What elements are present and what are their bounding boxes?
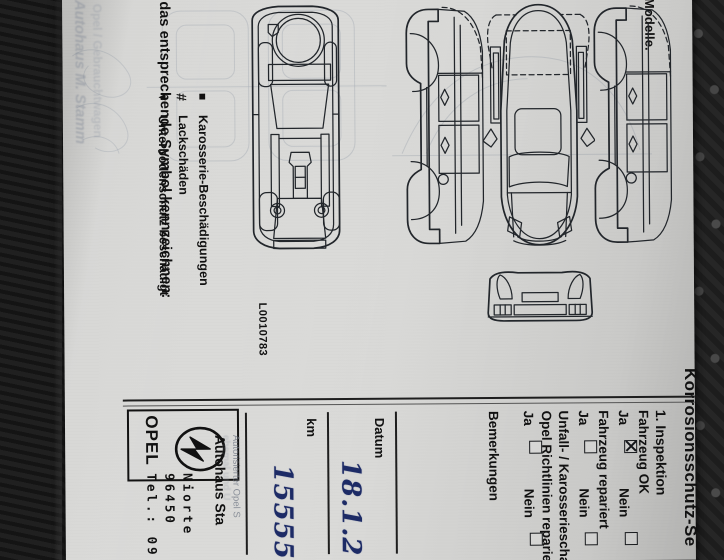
- column-divider-3: [394, 411, 398, 554]
- car-body-side-diagram-right: [593, 5, 673, 243]
- row-label-fahrzeug-ok: Fahrzeug OK: [635, 409, 652, 495]
- legend-label-lackschaeden: Lackschäden: [175, 115, 191, 196]
- front-bumper-diagram: [487, 270, 594, 322]
- form-top-rule: [122, 395, 695, 402]
- datum-label: Datum: [371, 417, 388, 459]
- form-code: L0010783: [256, 302, 269, 357]
- form-top-rule-2: [122, 401, 695, 407]
- legend-label-karosserie: Karosserie-Beschädigungen: [195, 114, 212, 286]
- bleed-through-scribble: [72, 49, 132, 154]
- inspection-heading: 1. Inspektion: [652, 409, 670, 496]
- legend-label-unterbodenschutz: Unterbodenschutz beschädigt: [155, 115, 172, 296]
- booklet-side-title: Korrosionsschutz-Se: [681, 368, 700, 547]
- authorized-dealer-line: Autorisierter Opel S: [230, 434, 242, 518]
- filled-square-symbol: ■: [195, 92, 210, 101]
- opel-blitz-logo: [174, 426, 226, 472]
- dealer-street: Niorte: [180, 473, 196, 537]
- checkbox-unfall-nein[interactable]: [529, 532, 543, 546]
- column-divider-1: [244, 412, 248, 555]
- row-ja-label-2: Ja: [575, 410, 592, 426]
- row-ja-label-1: Ja: [615, 410, 632, 426]
- checkbox-fahrzeug-ok-ja[interactable]: [624, 439, 638, 454]
- car-body-side-diagram-left: [405, 6, 485, 245]
- remarks-label: Bemerkungen: [485, 410, 502, 502]
- opel-wordmark: OPEL: [141, 415, 162, 466]
- left-dark-edge: [0, 0, 62, 560]
- checkbox-unfall-ja[interactable]: [529, 440, 543, 454]
- row-nein-label-2: Nein: [576, 488, 592, 518]
- bleed-through-line-1: Autohaus M. Stamm: [71, 0, 90, 145]
- service-booklet-page: Autohaus M. Stamm Opel / Gebrauchtwagen …: [62, 0, 696, 560]
- column-divider-2: [326, 412, 330, 555]
- faint-preprinted-diagram: [147, 9, 388, 162]
- row-nein-label-3: Nein: [521, 488, 537, 519]
- dealer-postal: 96450: [162, 473, 178, 526]
- km-label: km: [303, 418, 320, 438]
- bleed-through-line-2: Opel / Gebrauchtwagen: [90, 3, 105, 138]
- dealer-name: Autohaus Sta: [212, 434, 229, 526]
- row-label-unfall: Unfall- / Karosserieschaden nach: [555, 410, 573, 560]
- row-nein-label-1: Nein: [616, 488, 632, 518]
- datum-value[interactable]: 18.1.2: [335, 459, 366, 557]
- row-ja-label-3: Ja: [520, 410, 537, 426]
- checkbox-fahrzeug-ok-nein[interactable]: [624, 531, 638, 546]
- checkbox-fahrzeug-repariert-nein[interactable]: [584, 532, 598, 546]
- dealer-phone: Tel.: 09: [144, 473, 160, 558]
- car-top-view-diagram: [482, 3, 596, 246]
- right-textured-edge: [692, 0, 724, 560]
- row-label-fahrzeug-repariert: Fahrzeug repariert: [595, 410, 612, 529]
- car-underbody-diagram: [251, 5, 341, 250]
- km-value[interactable]: 15555: [267, 464, 298, 560]
- hash-symbol: #: [173, 93, 190, 102]
- checkbox-fahrzeug-repariert-ja[interactable]: [584, 440, 598, 454]
- filled-triangle-symbol: ▼: [155, 91, 170, 104]
